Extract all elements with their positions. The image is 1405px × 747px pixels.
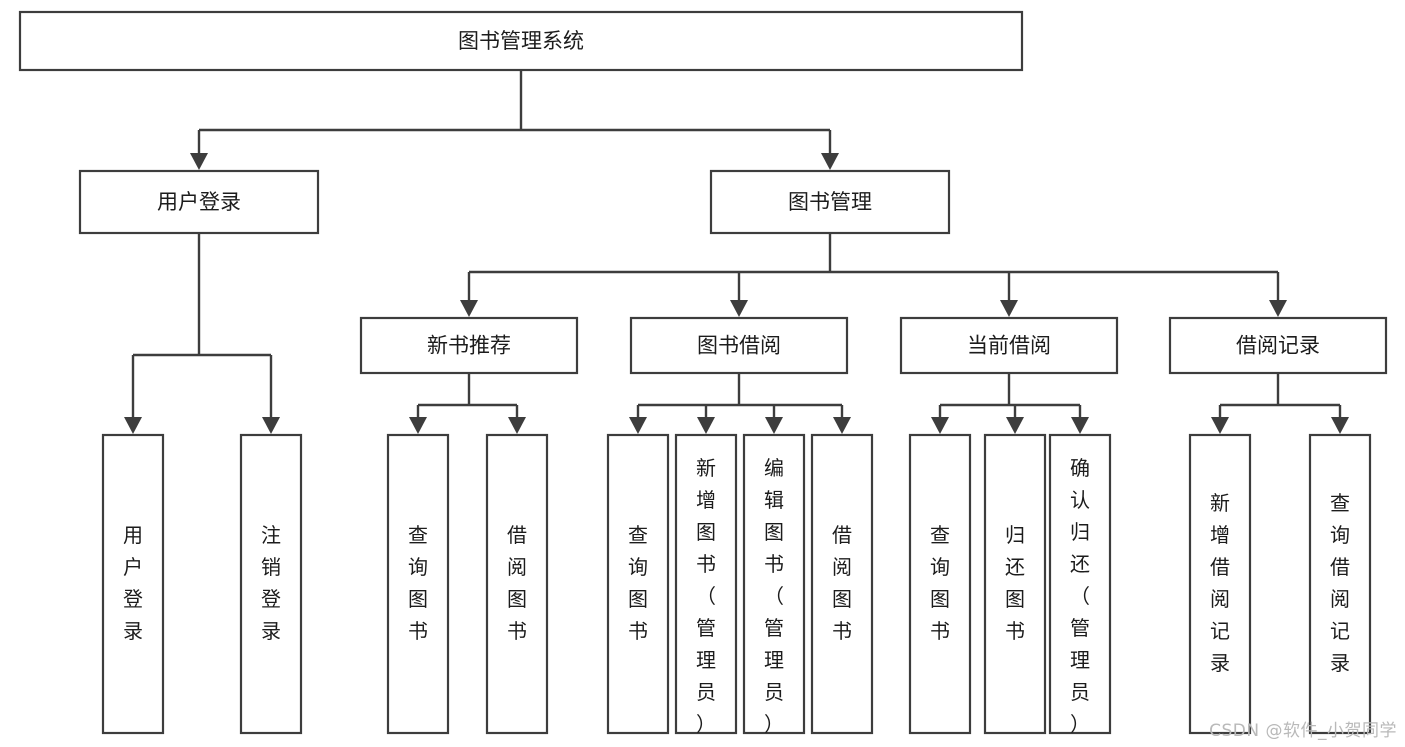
arrow-head-icon bbox=[629, 417, 647, 434]
node-label-book-management: 图书管理 bbox=[788, 190, 872, 214]
node-label-new-book-recommend: 新书推荐 bbox=[427, 334, 511, 358]
node-label-current-query-book: 查询图书 bbox=[930, 523, 950, 643]
node-box-record-query bbox=[1308, 433, 1372, 735]
arrow-head-icon bbox=[1269, 300, 1287, 317]
node-borrow-query-book[interactable]: 查询图书 bbox=[606, 433, 670, 735]
arrow-head-icon bbox=[697, 417, 715, 434]
arrow-head-icon bbox=[1006, 417, 1024, 434]
node-box-current-confirm-return-admin bbox=[1048, 433, 1112, 735]
arrow-head-icon bbox=[730, 300, 748, 317]
node-label-recommend-query-book: 查询图书 bbox=[408, 523, 428, 643]
node-box-borrow-edit-book-admin bbox=[742, 433, 806, 735]
node-label-root: 图书管理系统 bbox=[458, 29, 584, 53]
node-label-user-logout: 注销登录 bbox=[261, 523, 281, 643]
node-label-borrow-records: 借阅记录 bbox=[1236, 334, 1320, 358]
arrow-head-icon bbox=[821, 153, 839, 170]
node-label-recommend-borrow-book: 借阅图书 bbox=[507, 523, 527, 643]
node-record-add[interactable]: 新增借阅记录 bbox=[1188, 433, 1252, 735]
node-box-book-borrow bbox=[629, 316, 849, 375]
node-current-return-book[interactable]: 归还图书 bbox=[983, 433, 1047, 735]
node-box-borrow-add-book-admin bbox=[674, 433, 738, 735]
node-box-new-book-recommend bbox=[359, 316, 579, 375]
arrow-head-icon bbox=[190, 153, 208, 170]
node-box-root bbox=[18, 10, 1024, 72]
arrow-head-icon bbox=[931, 417, 949, 434]
node-label-borrow-edit-book-admin: 编辑图书（管理员） bbox=[764, 456, 784, 736]
node-box-user-logout bbox=[239, 433, 303, 735]
node-box-recommend-borrow-book bbox=[485, 433, 549, 735]
node-label-current-borrow: 当前借阅 bbox=[967, 334, 1051, 358]
node-label-borrow-borrow-book: 借阅图书 bbox=[832, 523, 852, 643]
node-current-confirm-return-admin[interactable]: 确认归还（管理员） bbox=[1048, 433, 1112, 736]
node-label-record-add: 新增借阅记录 bbox=[1210, 491, 1230, 675]
node-box-current-borrow bbox=[899, 316, 1119, 375]
node-current-query-book[interactable]: 查询图书 bbox=[908, 433, 972, 735]
node-user-login-do[interactable]: 用户登录 bbox=[101, 433, 165, 735]
node-box-recommend-query-book bbox=[386, 433, 450, 735]
node-box-current-query-book bbox=[908, 433, 972, 735]
node-label-user-login: 用户登录 bbox=[157, 190, 241, 214]
arrow-head-icon bbox=[1071, 417, 1089, 434]
node-borrow-borrow-book[interactable]: 借阅图书 bbox=[810, 433, 874, 735]
node-label-borrow-add-book-admin: 新增图书（管理员） bbox=[696, 456, 716, 736]
arrow-head-icon bbox=[262, 417, 280, 434]
arrow-head-icon bbox=[409, 417, 427, 434]
nodes-layer: 图书管理系统用户登录用户登录注销登录图书管理新书推荐查询图书借阅图书图书借阅查询… bbox=[18, 10, 1388, 736]
node-current-borrow[interactable]: 当前借阅 bbox=[899, 316, 1119, 375]
node-label-book-borrow: 图书借阅 bbox=[697, 334, 781, 358]
arrow-head-icon bbox=[460, 300, 478, 317]
node-new-book-recommend[interactable]: 新书推荐 bbox=[359, 316, 579, 375]
node-user-login[interactable]: 用户登录 bbox=[78, 169, 320, 235]
arrow-head-icon bbox=[1211, 417, 1229, 434]
node-user-logout[interactable]: 注销登录 bbox=[239, 433, 303, 735]
node-borrow-add-book-admin[interactable]: 新增图书（管理员） bbox=[674, 433, 738, 736]
node-box-record-add bbox=[1188, 433, 1252, 735]
node-book-management[interactable]: 图书管理 bbox=[709, 169, 951, 235]
node-label-current-return-book: 归还图书 bbox=[1005, 523, 1025, 643]
node-box-borrow-records bbox=[1168, 316, 1388, 375]
connectors-layer bbox=[124, 70, 1349, 434]
arrow-head-icon bbox=[508, 417, 526, 434]
node-label-user-login-do: 用户登录 bbox=[123, 523, 143, 643]
node-box-user-login bbox=[78, 169, 320, 235]
node-box-current-return-book bbox=[983, 433, 1047, 735]
node-book-borrow[interactable]: 图书借阅 bbox=[629, 316, 849, 375]
node-label-record-query: 查询借阅记录 bbox=[1330, 491, 1350, 675]
arrow-head-icon bbox=[833, 417, 851, 434]
node-root[interactable]: 图书管理系统 bbox=[18, 10, 1024, 72]
node-label-borrow-query-book: 查询图书 bbox=[628, 523, 648, 643]
node-record-query[interactable]: 查询借阅记录 bbox=[1308, 433, 1372, 735]
node-box-user-login-do bbox=[101, 433, 165, 735]
arrow-head-icon bbox=[1331, 417, 1349, 434]
node-box-borrow-query-book bbox=[606, 433, 670, 735]
arrow-head-icon bbox=[765, 417, 783, 434]
arrow-head-icon bbox=[1000, 300, 1018, 317]
node-recommend-borrow-book[interactable]: 借阅图书 bbox=[485, 433, 549, 735]
node-borrow-records[interactable]: 借阅记录 bbox=[1168, 316, 1388, 375]
node-borrow-edit-book-admin[interactable]: 编辑图书（管理员） bbox=[742, 433, 806, 736]
node-recommend-query-book[interactable]: 查询图书 bbox=[386, 433, 450, 735]
node-box-book-management bbox=[709, 169, 951, 235]
arrow-head-icon bbox=[124, 417, 142, 434]
node-label-current-confirm-return-admin: 确认归还（管理员） bbox=[1070, 456, 1090, 736]
node-box-borrow-borrow-book bbox=[810, 433, 874, 735]
